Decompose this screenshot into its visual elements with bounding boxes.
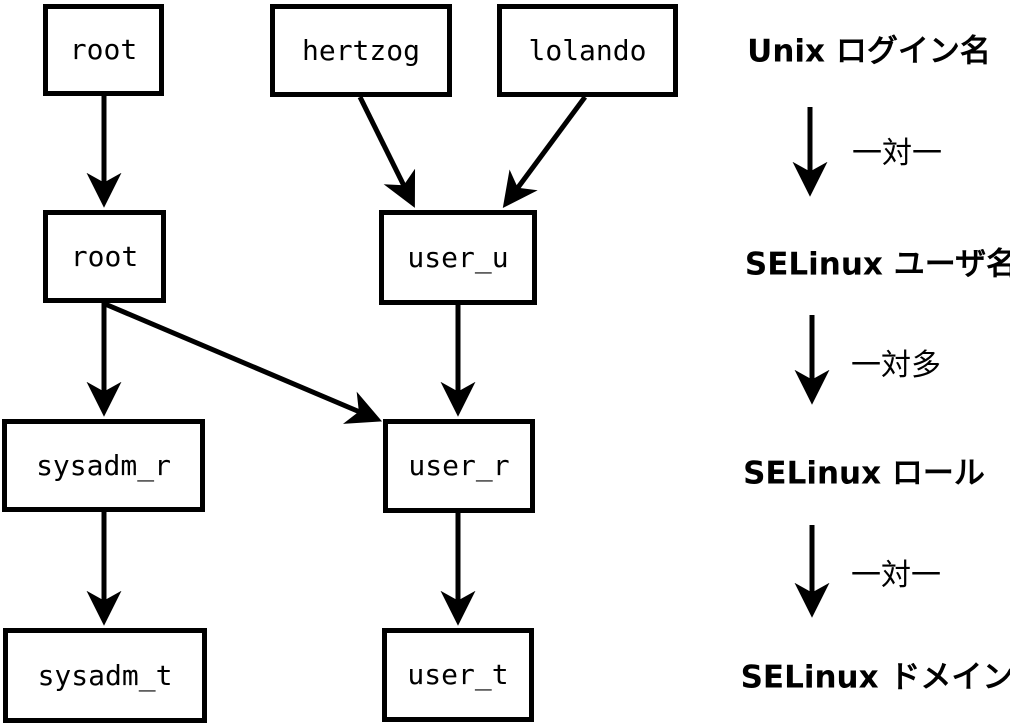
node-label: hertzog [301, 33, 420, 67]
legend-relation-one-to-one-2: 一対一 [851, 558, 941, 593]
node-selinux-domain-user_t: user_t [382, 628, 534, 722]
edge-root-user-to-user_r [104, 301, 383, 424]
node-unix-login-lolando: lolando [497, 4, 678, 97]
edge-hertzog-to-user_u [357, 95, 416, 208]
node-label: lolando [528, 33, 647, 67]
node-selinux-role-user_r: user_r [383, 419, 535, 513]
node-label: user_t [407, 658, 509, 691]
node-selinux-user-user_u: user_u [379, 210, 537, 305]
node-label: sysadm_r [36, 448, 171, 482]
legend-relation-one-to-many: 一対多 [851, 348, 941, 383]
node-label: root [70, 239, 139, 273]
node-label: user_r [408, 449, 510, 482]
node-selinux-domain-sysadm_t: sysadm_t [3, 628, 207, 723]
legend-level-selinux-domain: SELinux ドメイン [740, 659, 1010, 696]
legend-level-unix-login-name: Unix ログイン名 [747, 33, 991, 70]
legend-level-selinux-user-name: SELinux ユーザ名 [744, 246, 1010, 283]
node-label: root [69, 33, 138, 66]
node-unix-login-root: root [43, 4, 164, 96]
node-unix-login-hertzog: hertzog [270, 4, 452, 97]
legend-relation-one-to-one-1: 一対一 [852, 136, 942, 171]
legend-level-selinux-role: SELinux ロール [743, 455, 985, 492]
node-label: user_u [407, 240, 509, 274]
edge-lolando-to-user_u [502, 95, 588, 209]
node-selinux-role-sysadm_r: sysadm_r [2, 419, 205, 512]
node-selinux-user-root: root [43, 210, 166, 303]
node-label: sysadm_t [37, 658, 173, 692]
